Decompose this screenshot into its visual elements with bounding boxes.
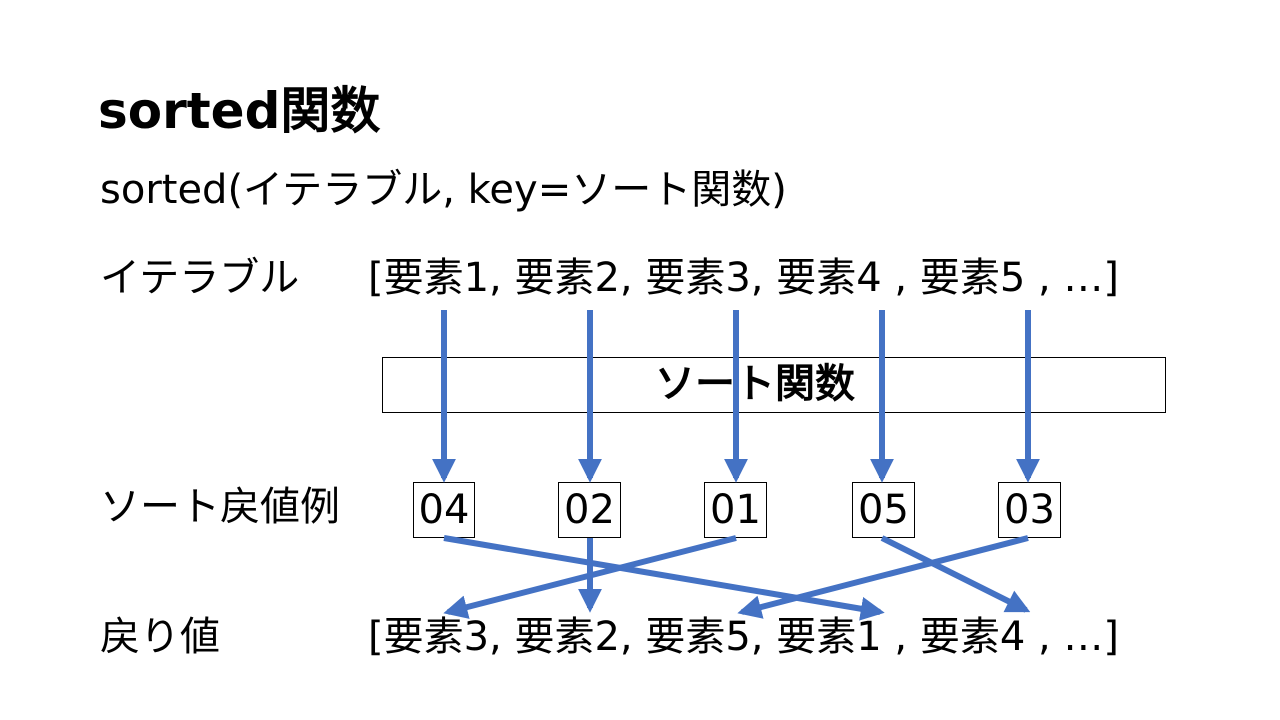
key-value-box-3: 01 xyxy=(704,482,767,538)
slide-title: sorted関数 xyxy=(98,82,381,140)
iterable-label: イテラブル xyxy=(100,255,300,301)
key-value-box-5: 03 xyxy=(998,482,1061,538)
key-value-box-2: 02 xyxy=(558,482,621,538)
arrow-reorder-1 xyxy=(443,535,885,621)
key-value-box-1: 04 xyxy=(413,482,475,538)
returned-list: [要素3, 要素2, 要素5, 要素1 , 要素4 , …] xyxy=(368,614,1120,660)
arrow-reorder-3 xyxy=(443,535,737,619)
arrow-reorder-4 xyxy=(880,535,1031,613)
returned-label: 戻り値 xyxy=(100,614,220,660)
key-value-box-4: 05 xyxy=(852,482,915,538)
arrow-reorder-5 xyxy=(737,535,1029,619)
iterable-list: [要素1, 要素2, 要素3, 要素4 , 要素5 , …] xyxy=(368,255,1120,301)
sort-function-box xyxy=(382,357,1166,413)
sort-function-label: ソート関数 xyxy=(655,361,855,407)
key-example-label: ソート戻値例 xyxy=(100,484,340,530)
sorted-syntax: sorted(イテラブル, key=ソート関数) xyxy=(100,167,787,213)
